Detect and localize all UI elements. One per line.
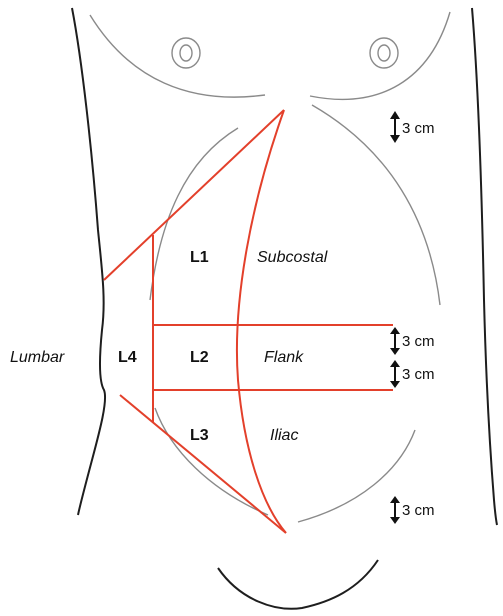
torso-right-edge bbox=[472, 8, 497, 525]
region-code-l2: L2 bbox=[190, 349, 209, 366]
right-nipple-inner bbox=[378, 45, 390, 61]
measurement-arrow-bottom bbox=[390, 496, 400, 524]
region-lines bbox=[104, 110, 393, 533]
lower-boundary-line bbox=[120, 395, 286, 533]
torso-left-edge bbox=[72, 8, 105, 515]
left-nipple-inner bbox=[180, 45, 192, 61]
measurement-arrow-middle-upper bbox=[390, 327, 400, 355]
region-name-subcostal: Subcostal bbox=[257, 249, 328, 266]
region-name-iliac: Iliac bbox=[270, 427, 298, 444]
central-curve-line bbox=[237, 110, 286, 533]
measurement-arrow-top bbox=[390, 111, 400, 143]
iliac-crests bbox=[155, 408, 415, 522]
pubic-outline bbox=[218, 560, 378, 609]
left-costal-margin bbox=[150, 128, 238, 300]
left-nipple-outer bbox=[172, 38, 200, 68]
chest bbox=[90, 12, 450, 99]
right-breast-outline bbox=[310, 12, 450, 99]
region-code-l4: L4 bbox=[118, 349, 137, 366]
measurement-arrow-middle-lower bbox=[390, 360, 400, 388]
measurement-label-middle-upper: 3 cm bbox=[402, 333, 435, 350]
region-name-lumbar: Lumbar bbox=[10, 349, 65, 366]
measurement-label-top: 3 cm bbox=[402, 120, 435, 137]
left-breast-outline bbox=[90, 15, 265, 97]
region-name-flank: Flank bbox=[264, 349, 304, 366]
region-code-l3: L3 bbox=[190, 427, 209, 444]
right-nipple-outer bbox=[370, 38, 398, 68]
right-iliac-crest bbox=[298, 430, 415, 522]
region-code-l1: L1 bbox=[190, 249, 209, 266]
measurement-label-bottom: 3 cm bbox=[402, 502, 435, 519]
measurement-label-middle-lower: 3 cm bbox=[402, 366, 435, 383]
